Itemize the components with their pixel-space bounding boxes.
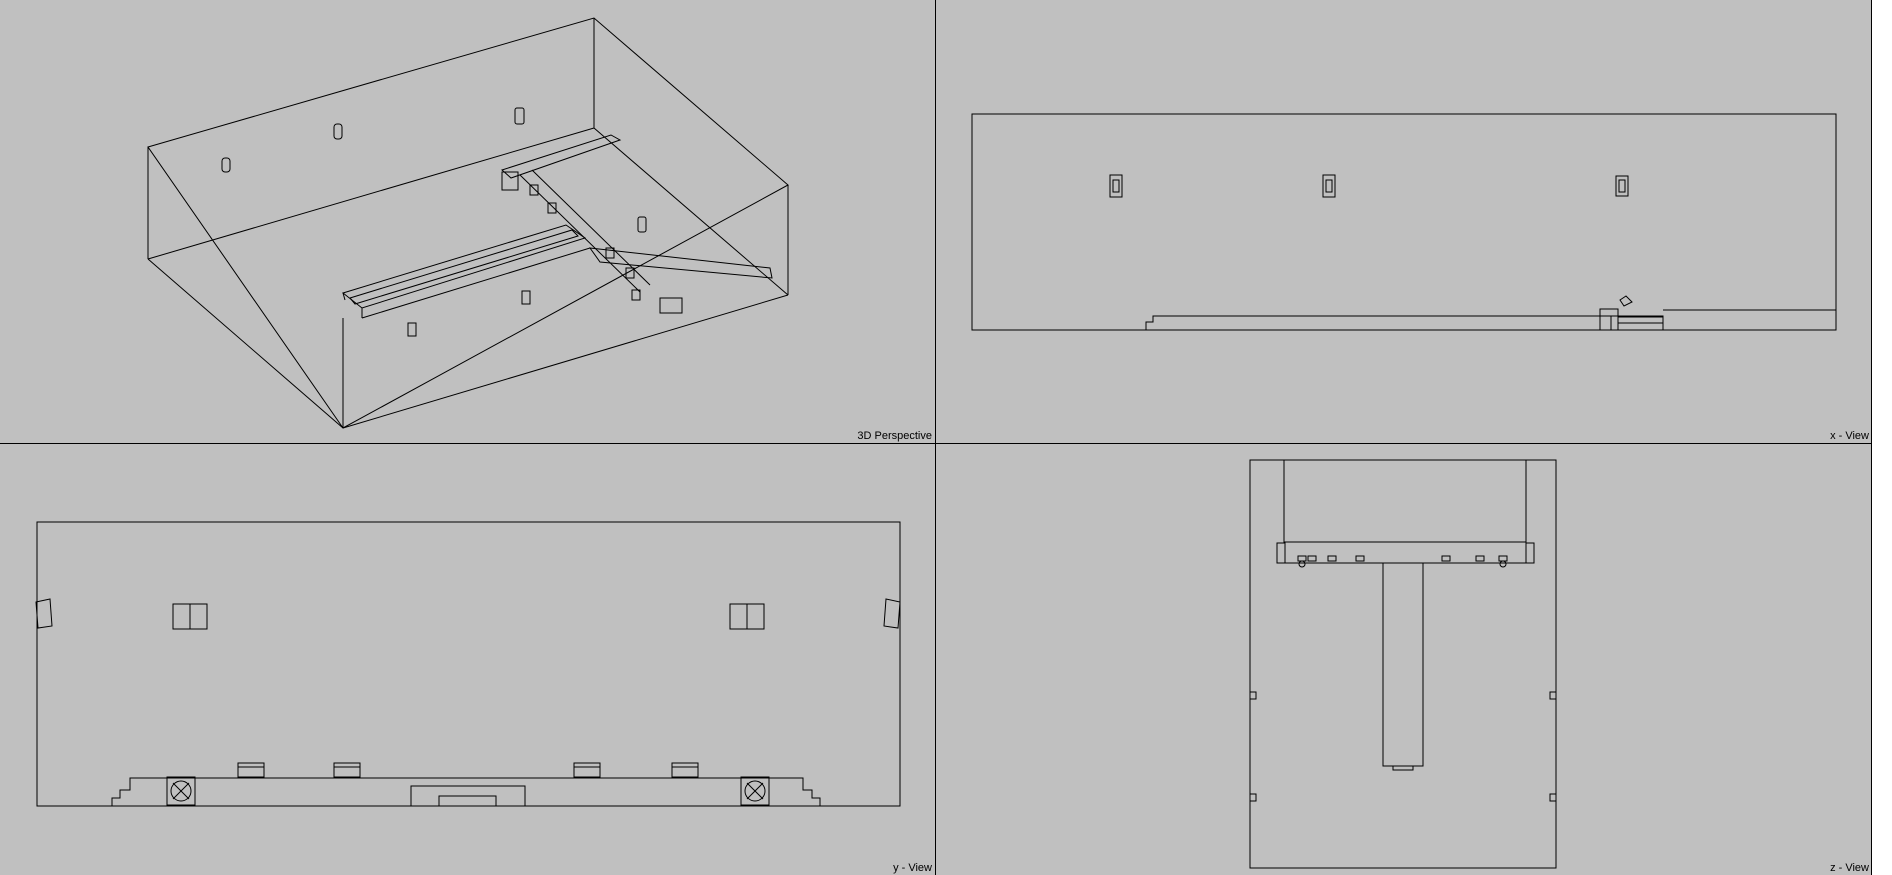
fixture xyxy=(626,268,634,278)
equipment-box xyxy=(1476,556,1484,561)
center-beam xyxy=(1383,563,1423,766)
top-rail-cap-right xyxy=(1526,543,1534,563)
viewport-3d-perspective[interactable]: 3D Perspective xyxy=(0,0,935,443)
x-view-scene[interactable] xyxy=(936,0,1872,443)
equipment-box xyxy=(1308,556,1316,561)
perspective-scene[interactable] xyxy=(0,0,935,443)
fixture xyxy=(548,203,556,213)
carriage-block xyxy=(502,172,518,190)
wall-fixture xyxy=(1250,692,1256,699)
fixture-inner xyxy=(1619,180,1625,192)
equipment-box xyxy=(1328,556,1336,561)
fan-box xyxy=(167,777,195,805)
fixture xyxy=(606,248,614,258)
fixture xyxy=(638,217,646,232)
carriage-block-front xyxy=(660,298,682,313)
equipment-box xyxy=(574,763,600,777)
equipment-box xyxy=(238,763,264,777)
fan-blade xyxy=(173,783,189,799)
rail-cross xyxy=(502,135,620,178)
carriage-block xyxy=(1600,309,1618,330)
rail-long-inner xyxy=(350,230,578,304)
room-box-edge xyxy=(594,128,788,295)
rail-long-edge xyxy=(343,293,345,300)
floor-panel-inner xyxy=(439,796,496,806)
viewport-divider-horizontal[interactable] xyxy=(0,443,1872,444)
room-box-edge xyxy=(148,259,343,428)
rail-long-edge xyxy=(362,248,590,318)
fixture xyxy=(222,158,230,172)
fixture-inner xyxy=(1113,180,1119,192)
equipment-box xyxy=(1442,556,1450,561)
room-outline xyxy=(1250,460,1556,868)
fixture xyxy=(530,185,538,195)
room-outline xyxy=(37,522,900,806)
viewport-label: y - View xyxy=(893,862,932,874)
rail-cross-edge xyxy=(532,170,650,285)
fixture xyxy=(1110,175,1122,197)
center-beam-end xyxy=(1393,766,1413,770)
fixture-inner xyxy=(1326,180,1332,192)
fan-blade xyxy=(747,783,763,799)
equipment-box xyxy=(1298,556,1306,561)
fan-box xyxy=(741,777,769,805)
z-view-scene[interactable] xyxy=(936,444,1872,875)
fixture xyxy=(632,290,640,300)
equipment-box xyxy=(334,763,360,777)
carriage-head xyxy=(1620,296,1632,306)
floor-rail-right xyxy=(1611,316,1663,330)
fixture xyxy=(334,124,342,139)
equipment-box xyxy=(1356,556,1364,561)
viewport-divider-vertical[interactable] xyxy=(935,0,936,875)
room-box-edge xyxy=(148,128,594,259)
fixture xyxy=(515,108,524,124)
wall-fixture xyxy=(1250,794,1256,801)
room-box-edge xyxy=(343,295,788,428)
y-view-scene[interactable] xyxy=(0,444,935,875)
rail-cross-edge xyxy=(520,175,640,292)
equipment-box xyxy=(672,763,698,777)
fixture xyxy=(408,323,416,336)
wall-fixture xyxy=(884,599,900,628)
fixture xyxy=(522,291,530,304)
top-rail xyxy=(1284,460,1526,542)
fan-rotor xyxy=(171,781,191,801)
viewport-label: z - View xyxy=(1830,862,1869,874)
fixture xyxy=(1323,175,1335,197)
floor-platform xyxy=(112,778,820,806)
equipment-fitting xyxy=(1299,561,1305,567)
viewport-z-view[interactable]: z - View xyxy=(936,444,1872,875)
viewport-edge-right xyxy=(1871,0,1872,875)
wall-fixture xyxy=(1550,794,1556,801)
equipment-fitting xyxy=(1500,561,1506,567)
wall-fixture xyxy=(36,599,52,628)
viewport-label: 3D Perspective xyxy=(857,430,932,442)
fixture xyxy=(1616,176,1628,196)
room-box-outline xyxy=(148,18,788,428)
viewport-y-view[interactable]: y - View xyxy=(0,444,935,875)
floor-rail xyxy=(1146,316,1611,330)
wall-fixture xyxy=(1550,692,1556,699)
viewport-x-view[interactable]: x - View xyxy=(936,0,1872,443)
carriage-track xyxy=(1618,317,1663,323)
viewport-label: x - View xyxy=(1830,430,1869,442)
top-rail-cap-left xyxy=(1277,543,1285,563)
fan-rotor xyxy=(745,781,765,801)
equipment-box xyxy=(1499,556,1507,561)
room-outline xyxy=(972,114,1836,330)
rail-cross-far xyxy=(590,248,772,278)
window-margin xyxy=(1872,0,1892,875)
